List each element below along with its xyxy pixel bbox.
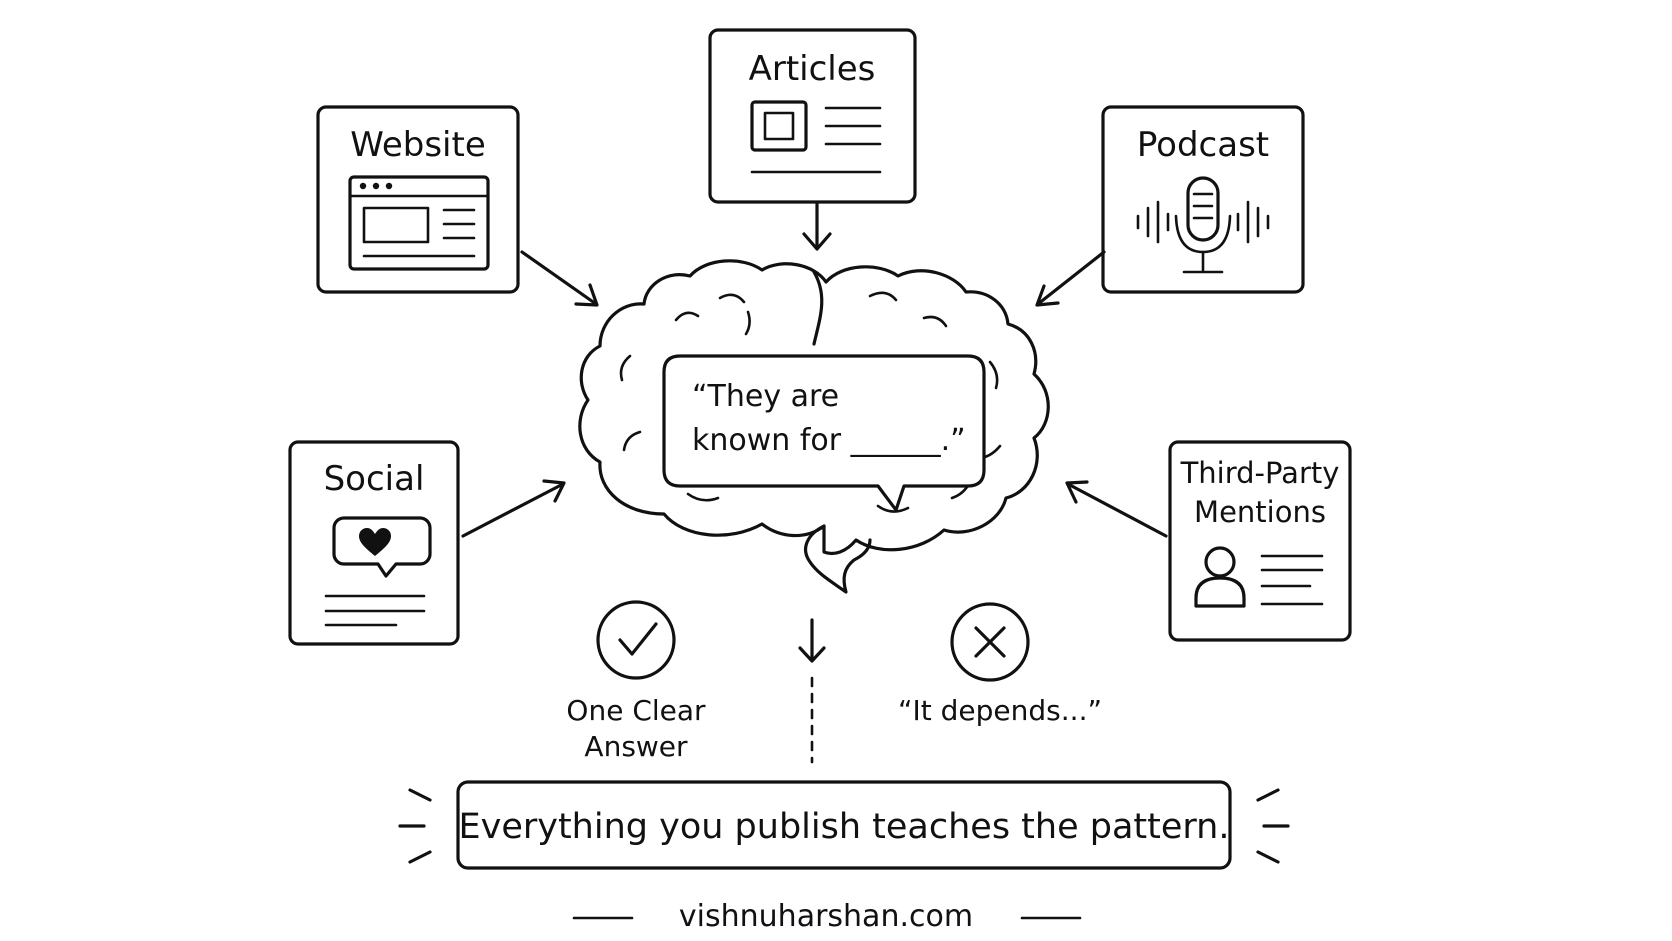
bubble-line-2: known for ______.” xyxy=(692,423,966,458)
arrow-third-party-to-brain xyxy=(1065,480,1168,538)
bad-outcome-label: “It depends...” xyxy=(898,694,1102,727)
bubble-line-1: “They are xyxy=(692,379,839,414)
banner: Everything you publish teaches the patte… xyxy=(398,780,1290,870)
microphone-icon xyxy=(1136,176,1270,274)
good-outcome-line1: One Clear xyxy=(566,694,706,727)
third-party-card: Third-Party Mentions xyxy=(1168,440,1352,642)
brain-icon xyxy=(578,259,1050,594)
articles-card: Articles xyxy=(708,28,917,204)
emphasis-lines-left-icon xyxy=(398,788,432,864)
x-mark-icon xyxy=(950,602,1030,682)
person-profile-icon xyxy=(1194,546,1324,608)
article-icon xyxy=(750,100,882,174)
banner-text: Everything you publish teaches the patte… xyxy=(459,807,1230,847)
arrow-articles-to-brain xyxy=(802,202,832,251)
checkmark-icon xyxy=(596,600,676,680)
podcast-card: Podcast xyxy=(1101,105,1305,294)
social-label: Social xyxy=(324,459,425,499)
footer-website: vishnuharshan.com xyxy=(679,899,973,934)
arrow-social-to-brain xyxy=(461,479,566,538)
arrow-podcast-to-brain xyxy=(1035,250,1106,307)
good-outcome-line2: Answer xyxy=(584,730,688,763)
heart-chat-icon xyxy=(324,516,432,627)
speech-bubble: “They are known for ______.” xyxy=(662,354,986,512)
emphasis-lines-right-icon xyxy=(1256,788,1290,864)
social-card: Social xyxy=(288,440,460,646)
website-card: Website xyxy=(316,105,520,294)
arrow-brain-to-outcome xyxy=(798,618,826,663)
podcast-label: Podcast xyxy=(1137,125,1269,165)
articles-label: Articles xyxy=(749,49,876,89)
website-label: Website xyxy=(350,125,486,165)
third-party-label-line2: Mentions xyxy=(1194,495,1326,529)
arrow-website-to-brain xyxy=(520,250,599,307)
third-party-label-line1: Third-Party xyxy=(1180,456,1340,490)
browser-window-icon xyxy=(348,175,490,271)
